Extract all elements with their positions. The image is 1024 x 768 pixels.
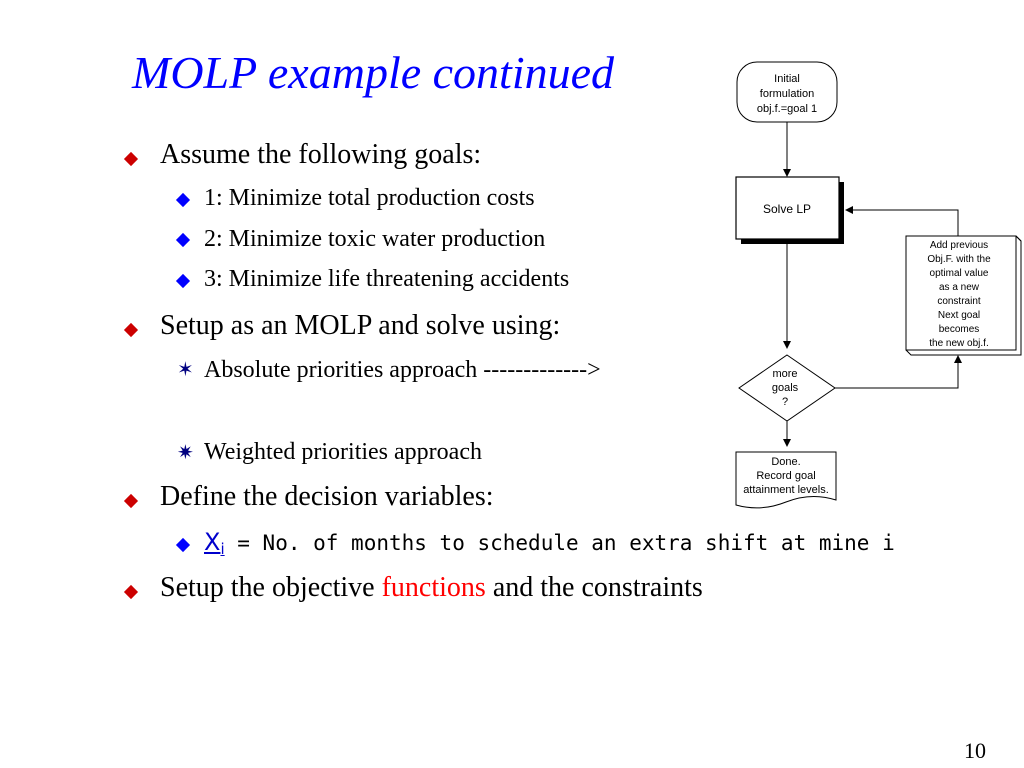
update-label-7: becomes <box>939 324 980 335</box>
solve-box <box>735 176 840 240</box>
done-label-1: Done. <box>771 456 800 468</box>
done-label-2: Record goal <box>756 470 815 482</box>
update-label-1: Add previous <box>930 240 988 251</box>
start-label-1: Initial <box>774 73 800 85</box>
solve-label: Solve LP <box>763 202 811 216</box>
bullet-setup-objective: Setup the objective functions and the co… <box>160 574 703 602</box>
update-box <box>905 235 1017 351</box>
update-label-8: the new obj.f. <box>929 338 988 349</box>
update-label-6: Next goal <box>938 310 980 321</box>
subbullet-goal-1: 1: Minimize total production costs <box>204 185 535 211</box>
subbullet-weighted-priorities: Weighted priorities approach <box>204 439 482 465</box>
objective-text-post: and the constraints <box>485 572 703 603</box>
arrow-decision-to-update <box>835 355 962 389</box>
update-label-4: as a new <box>939 282 980 293</box>
start-label-2: formulation <box>760 88 814 100</box>
subbullet-goal-3: 3: Minimize life threatening accidents <box>204 266 570 292</box>
decision-label-3: ? <box>782 396 788 408</box>
bullet-define-variables: Define the decision variables: <box>160 481 494 512</box>
update-label-2: Obj.F. with the <box>927 254 991 265</box>
arrow-update-to-solve <box>845 206 959 236</box>
done-document <box>735 451 837 509</box>
page-number: 10 <box>964 738 986 763</box>
decision-label-1: more <box>772 368 797 380</box>
done-label-3: attainment levels. <box>743 484 829 496</box>
subbullet-decision-variable: Xi = No. of months to schedule an extra … <box>204 530 895 557</box>
asterisk-bullet-icon: ✷ <box>177 442 194 464</box>
variable-definition: = No. of months to schedule an extra shi… <box>224 531 895 555</box>
objective-text-pre: Setup the objective <box>160 572 382 603</box>
bullet-assume-goals: Assume the following goals: <box>160 139 482 170</box>
slide-title: MOLP example continued <box>132 47 615 98</box>
update-label-5: constraint <box>937 296 981 307</box>
subbullet-absolute-priorities: Absolute priorities approach -----------… <box>204 357 601 383</box>
update-box-edge <box>1015 235 1022 242</box>
start-label-3: obj.f.=goal 1 <box>757 103 817 115</box>
variable-x: X <box>204 528 221 556</box>
subbullet-goal-2: 2: Minimize toxic water production <box>204 226 546 252</box>
asterisk-bullet-icon: ✶ <box>177 359 194 381</box>
objective-text-highlight: functions <box>381 572 486 603</box>
variable-subscript: i <box>220 540 225 559</box>
bullet-setup-molp: Setup as an MOLP and solve using: <box>160 310 561 341</box>
decision-label-2: goals <box>772 382 799 394</box>
update-label-3: optimal value <box>930 268 989 279</box>
